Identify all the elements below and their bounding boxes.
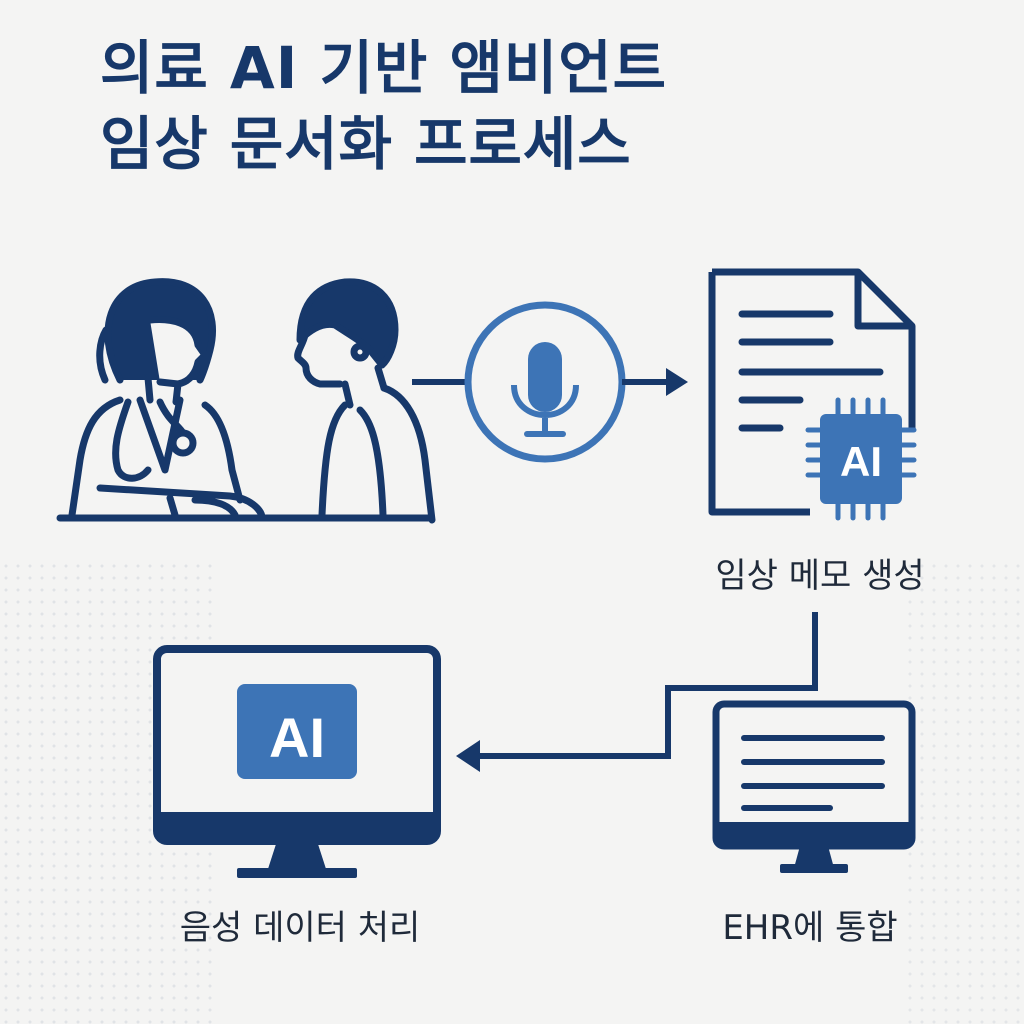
page-title: 의료 AI 기반 앰비언트 임상 문서화 프로세스 bbox=[100, 30, 920, 182]
label-voice-processing: 음성 데이터 처리 bbox=[179, 908, 421, 948]
label-clinical-memo: 임상 메모 생성 bbox=[715, 556, 925, 596]
title-line-1: 의료 AI 기반 앰비언트 bbox=[100, 34, 667, 102]
document-icon bbox=[708, 268, 916, 516]
label-ehr-integration: EHR에 통합 bbox=[722, 908, 898, 948]
monitor-icon: AI bbox=[153, 645, 441, 878]
connector-path bbox=[478, 612, 818, 759]
monitor-ai-label: AI bbox=[269, 706, 325, 769]
chip-label: AI bbox=[840, 438, 882, 485]
microphone-icon bbox=[464, 301, 626, 463]
patient-icon bbox=[294, 278, 436, 524]
title-line-2: 임상 문서화 프로세스 bbox=[100, 110, 632, 178]
dot-pattern-right bbox=[904, 560, 1024, 1024]
ehr-monitor-icon bbox=[712, 700, 916, 873]
doctor-icon bbox=[68, 278, 266, 522]
arrow-head-left bbox=[456, 740, 480, 772]
arrow-head-right bbox=[666, 368, 688, 396]
ai-chip-icon: AI bbox=[805, 397, 917, 521]
